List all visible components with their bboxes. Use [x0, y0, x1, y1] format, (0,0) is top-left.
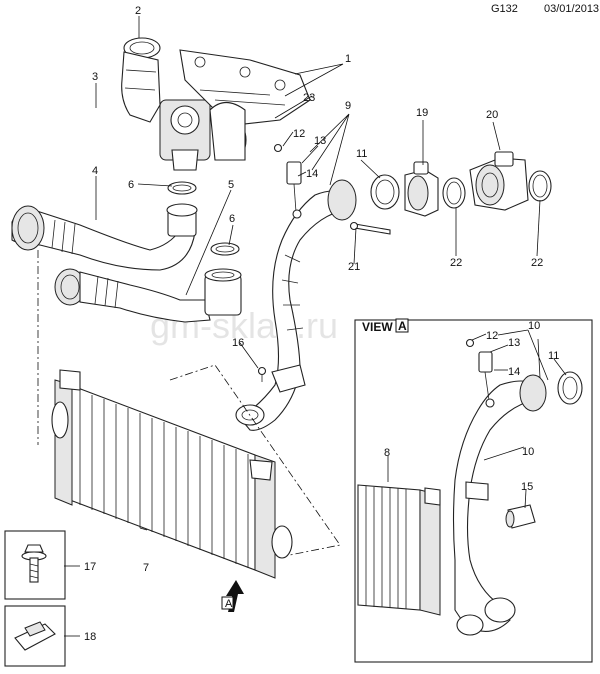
- clip-18-icon: [14, 621, 56, 651]
- view-label: VIEW: [362, 320, 393, 334]
- callout-18: 18: [84, 631, 96, 643]
- callout-2: 2: [135, 5, 141, 17]
- callout-9: 9: [345, 100, 351, 112]
- callout-6-lower: 6: [229, 213, 235, 225]
- intake-hose-5: [54, 268, 242, 323]
- callout-23: 23: [303, 92, 315, 104]
- view-arrow-a[interactable]: [221, 580, 244, 612]
- leader-lines: [64, 16, 567, 637]
- callout-17: 17: [84, 561, 96, 573]
- seal-22-left: [442, 177, 466, 209]
- callout-12-view: 12: [486, 330, 498, 342]
- seal-22-right: [528, 170, 552, 202]
- callout-19: 19: [416, 107, 428, 119]
- callout-3: 3: [92, 71, 98, 83]
- callout-4: 4: [92, 165, 98, 177]
- view-letter: A: [398, 319, 407, 333]
- throttle-19: [404, 161, 439, 217]
- callout-13-view: 13: [508, 337, 520, 349]
- view-clamp-11: [557, 371, 583, 405]
- callout-5: 5: [228, 179, 234, 191]
- outlet-hose-9: [235, 179, 357, 431]
- callout-14-main: 14: [306, 168, 318, 180]
- turbo-assembly: [121, 37, 311, 171]
- callout-13-main: 13: [314, 135, 326, 147]
- view-letter-box: [395, 318, 409, 333]
- view-sensor-15: [505, 504, 536, 529]
- sensor-14: [273, 143, 302, 219]
- view-intercooler-8: [357, 484, 441, 616]
- arrow-label: A: [225, 598, 233, 610]
- bolt-16: [257, 366, 267, 382]
- intercooler-7: [51, 369, 293, 579]
- callout-10-upper: 10: [528, 320, 540, 332]
- view-hose-10: [452, 374, 547, 636]
- diagram-code: G132: [491, 3, 518, 15]
- view-sensor-14: [465, 338, 495, 408]
- clamp-11: [370, 174, 400, 210]
- intake-hose-4: [11, 203, 198, 271]
- callout-7: 7: [143, 562, 149, 574]
- callout-22-left: 22: [450, 257, 462, 269]
- callout-1: 1: [345, 53, 351, 65]
- callout-11-view: 11: [548, 350, 559, 362]
- callout-14-view: 14: [508, 366, 520, 378]
- callout-labels: 2 1 23 3 4 6 5 6 9 12 13 14 11 19 20 21 …: [84, 5, 559, 643]
- callout-12-main: 12: [293, 128, 305, 140]
- throttle-body-20: [469, 151, 529, 211]
- callout-16: 16: [232, 337, 244, 349]
- bolt-21: [349, 221, 391, 235]
- callout-8: 8: [384, 447, 390, 459]
- clamp-6-upper: [167, 181, 197, 195]
- clamp-6-lower: [210, 242, 240, 256]
- callout-15: 15: [521, 481, 533, 493]
- callout-10-lower: 10: [522, 446, 534, 458]
- callout-6-upper: 6: [128, 179, 134, 191]
- callout-21: 21: [348, 261, 360, 273]
- diagram-date: 03/01/2013: [544, 3, 600, 15]
- callout-20: 20: [486, 109, 498, 121]
- bolt-17-icon: [21, 544, 47, 583]
- dashed-line-9: [169, 364, 341, 556]
- callout-22-right: 22: [531, 257, 543, 269]
- callout-11-main: 11: [356, 148, 367, 160]
